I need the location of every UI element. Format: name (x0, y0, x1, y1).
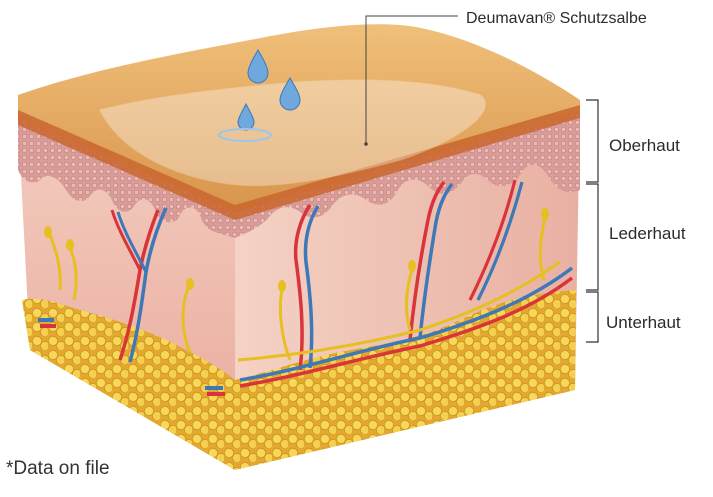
bracket-unterhaut (586, 292, 598, 342)
footnote: *Data on file (6, 458, 110, 480)
bracket-lederhaut (586, 184, 598, 290)
bracket-oberhaut (586, 100, 598, 182)
layer-label-lederhaut: Lederhaut (609, 224, 686, 244)
product-label: Deumavan® Schutzsalbe (466, 10, 647, 28)
layer-label-oberhaut: Oberhaut (609, 136, 680, 156)
layer-label-unterhaut: Unterhaut (606, 313, 681, 333)
